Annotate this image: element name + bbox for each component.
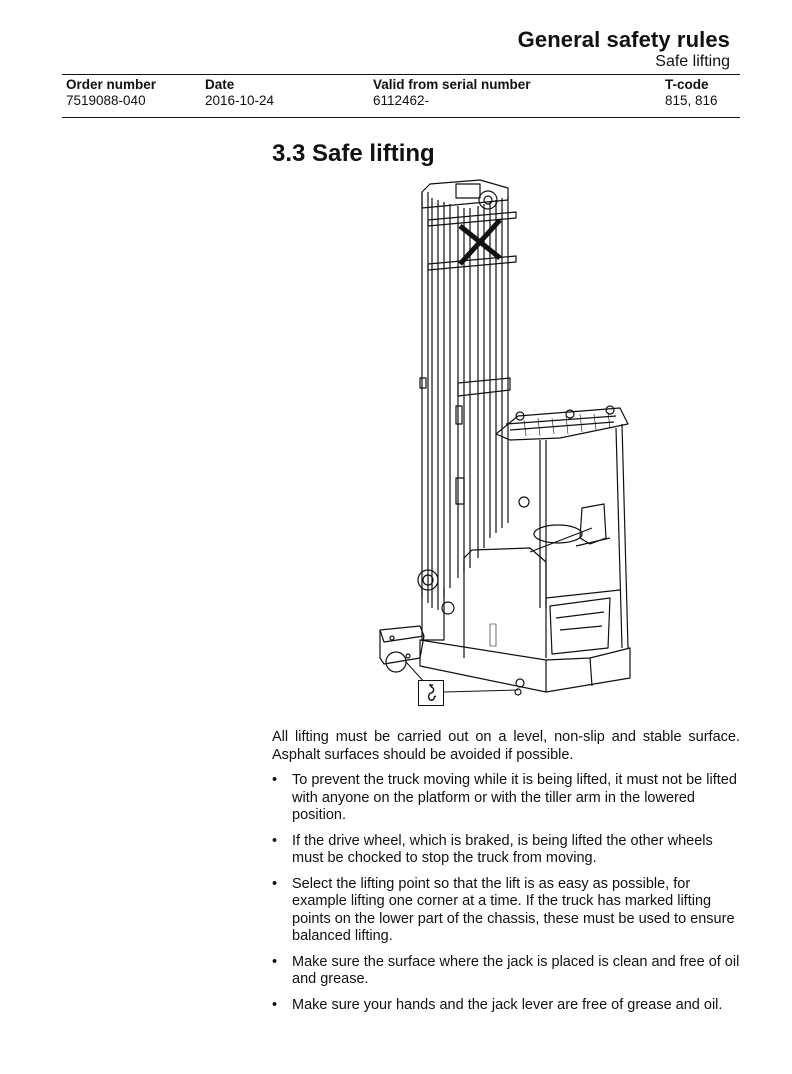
lifting-hook-icon: [427, 684, 437, 701]
safety-bullet-list: • To prevent the truck moving while it i…: [272, 772, 740, 1014]
chapter-title: General safety rules: [517, 27, 730, 52]
t-code-value: 815, 816: [665, 93, 718, 108]
list-item-text: Make sure your hands and the jack lever …: [292, 996, 723, 1013]
order-number-value: 7519088-040: [66, 93, 146, 108]
list-item: • Make sure the surface where the jack i…: [272, 954, 740, 989]
list-item-text: Select the lifting point so that the lif…: [292, 875, 735, 945]
t-code-label: T-code: [665, 77, 709, 92]
t-code-field: T-code 815, 816: [665, 77, 718, 109]
serial-number-field: Valid from serial number 6112462-: [373, 77, 531, 109]
header-top-rule: [62, 74, 740, 75]
reach-truck-figure: [360, 178, 650, 710]
date-value: 2016-10-24: [205, 93, 275, 108]
date-label: Date: [205, 77, 235, 92]
bullet-icon: •: [272, 772, 278, 788]
list-item: • Select the lifting point so that the l…: [272, 876, 740, 946]
section-heading: 3.3 Safe lifting: [272, 140, 435, 167]
chapter-subtitle: Safe lifting: [655, 53, 730, 70]
list-item-text: Make sure the surface where the jack is …: [292, 953, 740, 988]
date-field: Date 2016-10-24: [205, 77, 274, 109]
list-item-text: To prevent the truck moving while it is …: [292, 772, 737, 823]
safe-lifting-instructions: All lifting must be carried out on a lev…: [272, 729, 740, 1022]
list-item-text: If the drive wheel, which is braked, is …: [292, 832, 713, 867]
list-item: • If the drive wheel, which is braked, i…: [272, 833, 740, 868]
reach-truck-illustration-icon: [379, 179, 631, 696]
bullet-icon: •: [272, 832, 278, 849]
serial-number-label: Valid from serial number: [373, 77, 531, 92]
bullet-icon: •: [272, 875, 278, 892]
header-bottom-rule: [62, 117, 740, 118]
bullet-icon: •: [272, 953, 278, 970]
serial-number-value: 6112462-: [373, 93, 430, 108]
order-number-field: Order number 7519088-040: [66, 77, 156, 109]
list-item: • To prevent the truck moving while it i…: [272, 772, 740, 825]
bullet-icon: •: [272, 996, 278, 1013]
order-number-label: Order number: [66, 77, 157, 92]
intro-paragraph: All lifting must be carried out on a lev…: [272, 729, 740, 763]
lifting-hook-callout: [418, 680, 444, 706]
list-item: • Make sure your hands and the jack leve…: [272, 997, 740, 1015]
